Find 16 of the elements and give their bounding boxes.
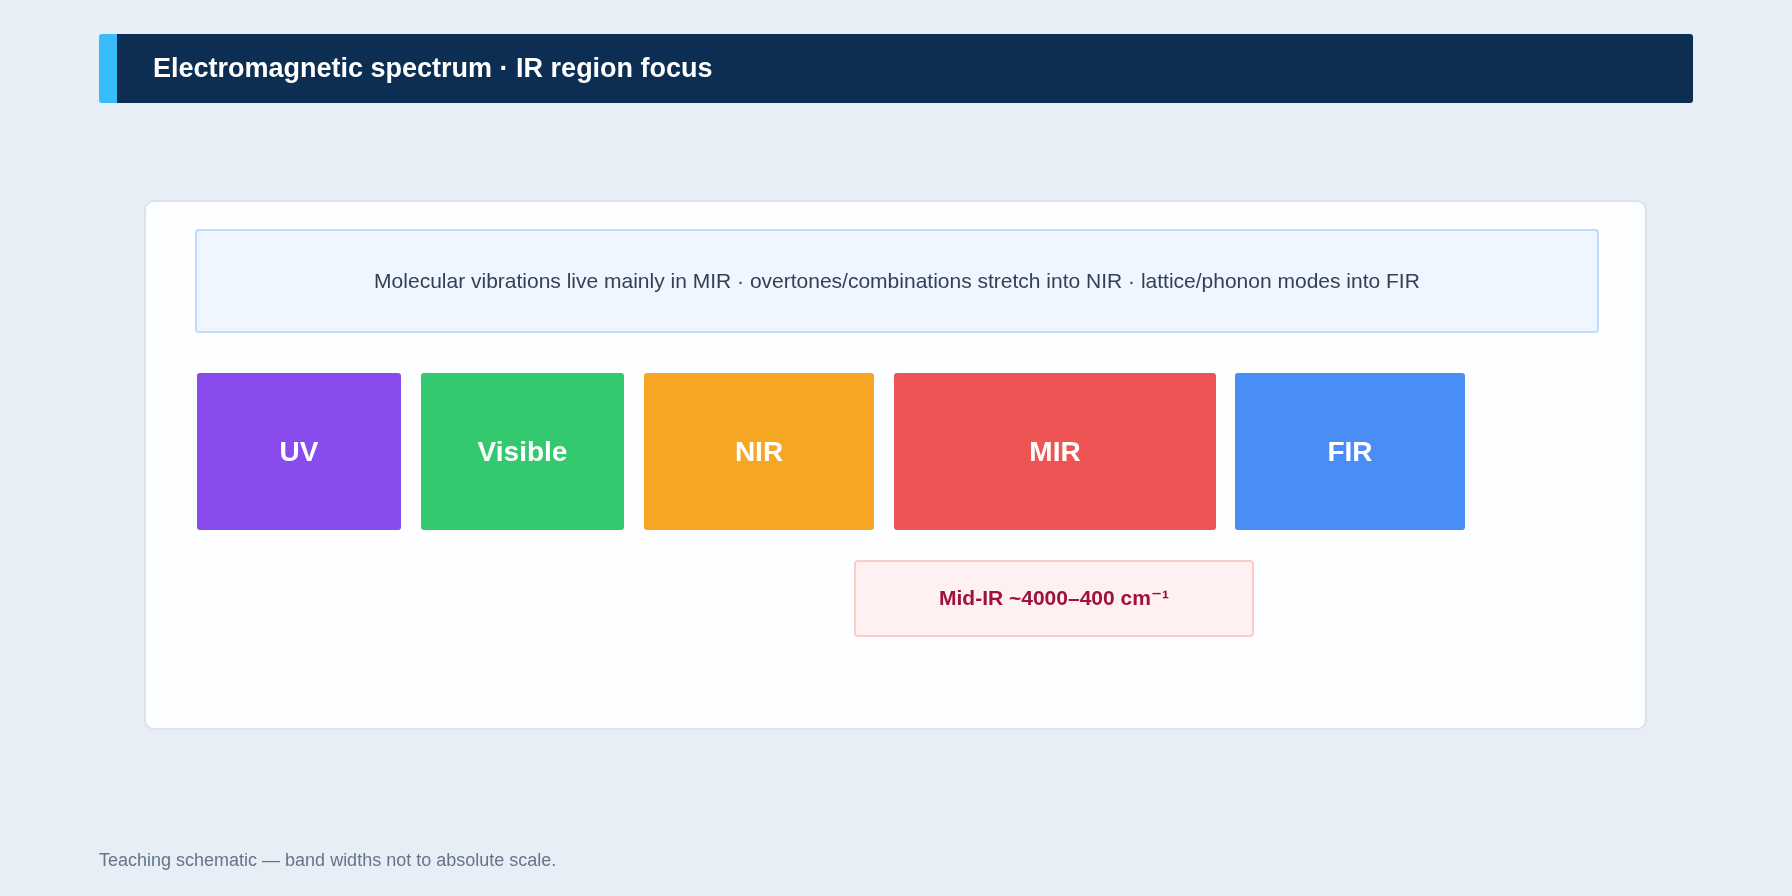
spectrum-band bbox=[197, 373, 401, 530]
spectrum-band bbox=[644, 373, 874, 530]
band-label: UV bbox=[279, 435, 319, 469]
caption-text: Teaching schematic — band widths not to absolute scale. bbox=[99, 850, 557, 871]
title-text: Electromagnetic spectrum · IR region focus bbox=[153, 53, 713, 84]
note-text: Molecular vibrations live mainly in MIR · overtones/combinations stretch into NIR · lattice/phonon modes into FIR bbox=[374, 267, 1420, 294]
band-label: NIR bbox=[734, 435, 784, 469]
spectrum-band bbox=[894, 373, 1216, 530]
band-label: FIR bbox=[1327, 435, 1373, 469]
range-text: Mid-IR ~4000–400 cm⁻¹ bbox=[939, 585, 1169, 612]
spectrum-band bbox=[1235, 373, 1465, 530]
band-label: MIR bbox=[1029, 435, 1081, 469]
range-box bbox=[854, 560, 1254, 637]
band-label: Visible bbox=[477, 435, 568, 469]
note-box bbox=[195, 229, 1599, 333]
spectrum-band bbox=[421, 373, 624, 530]
